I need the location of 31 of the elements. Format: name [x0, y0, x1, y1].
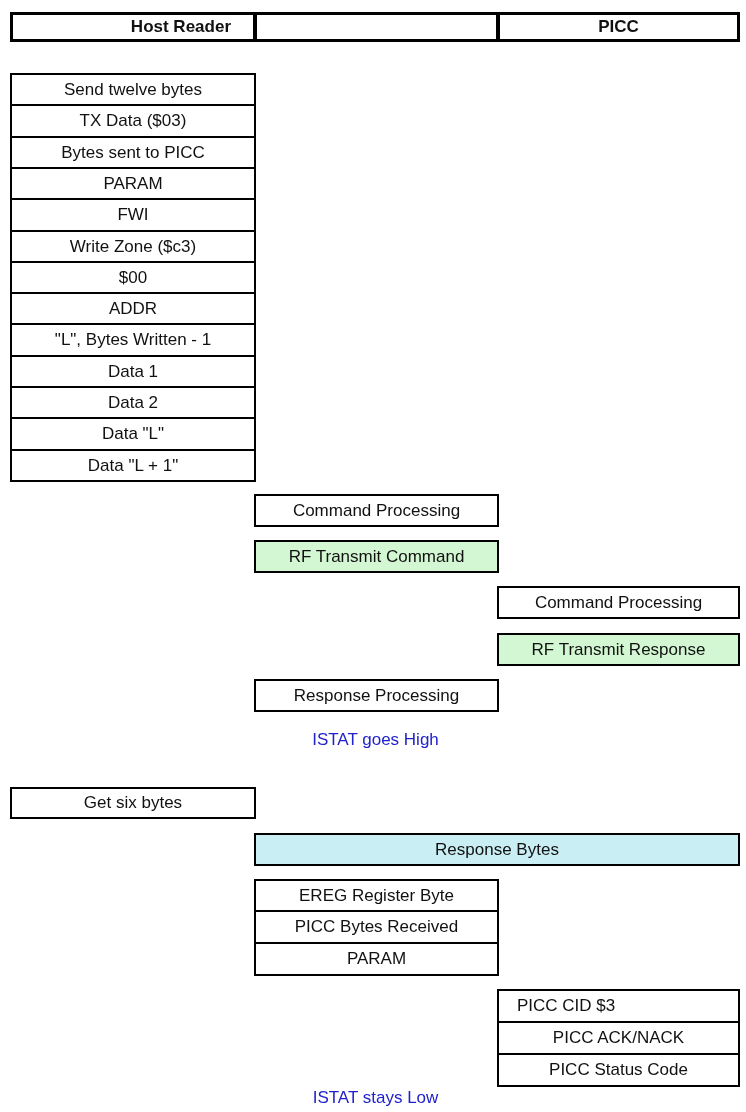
- message-field-box: EREG Register Byte: [254, 879, 499, 912]
- response-box: Response Bytes: [254, 833, 740, 866]
- message-field-box: Data 2: [10, 386, 256, 419]
- message-field-box: Data "L": [10, 417, 256, 451]
- transmit-box: RF Transmit Command: [254, 540, 499, 573]
- message-field-box: Write Zone ($c3): [10, 230, 256, 263]
- lane-header: [254, 12, 499, 42]
- message-field-box: PICC Status Code: [497, 1053, 740, 1087]
- lane-header: PICC: [497, 12, 740, 42]
- message-field-box: "L", Bytes Written - 1: [10, 323, 256, 357]
- message-field-box: PICC ACK/NACK: [497, 1021, 740, 1055]
- status-note: ISTAT stays Low: [311, 1088, 440, 1108]
- message-field-box: TX Data ($03): [10, 104, 256, 138]
- message-field-box: Send twelve bytes: [10, 73, 256, 106]
- message-field-box: Data 1: [10, 355, 256, 388]
- process-box: Response Processing: [254, 679, 499, 712]
- process-box: Command Processing: [254, 494, 499, 527]
- lane-header: Host Reader: [10, 12, 256, 42]
- message-field-box: Bytes sent to PICC: [10, 136, 256, 169]
- process-box: Command Processing: [497, 586, 740, 619]
- message-box: Get six bytes: [10, 787, 256, 819]
- message-field-box: PICC CID $3: [497, 989, 740, 1023]
- message-field-box: $00: [10, 261, 256, 294]
- message-field-box: PARAM: [254, 942, 499, 976]
- message-field-box: FWI: [10, 198, 256, 232]
- message-field-box: Data "L + 1": [10, 449, 256, 482]
- message-field-box: PARAM: [10, 167, 256, 200]
- status-note: ISTAT goes High: [311, 730, 440, 750]
- transmit-box: RF Transmit Response: [497, 633, 740, 666]
- message-field-box: ADDR: [10, 292, 256, 325]
- message-field-box: PICC Bytes Received: [254, 910, 499, 944]
